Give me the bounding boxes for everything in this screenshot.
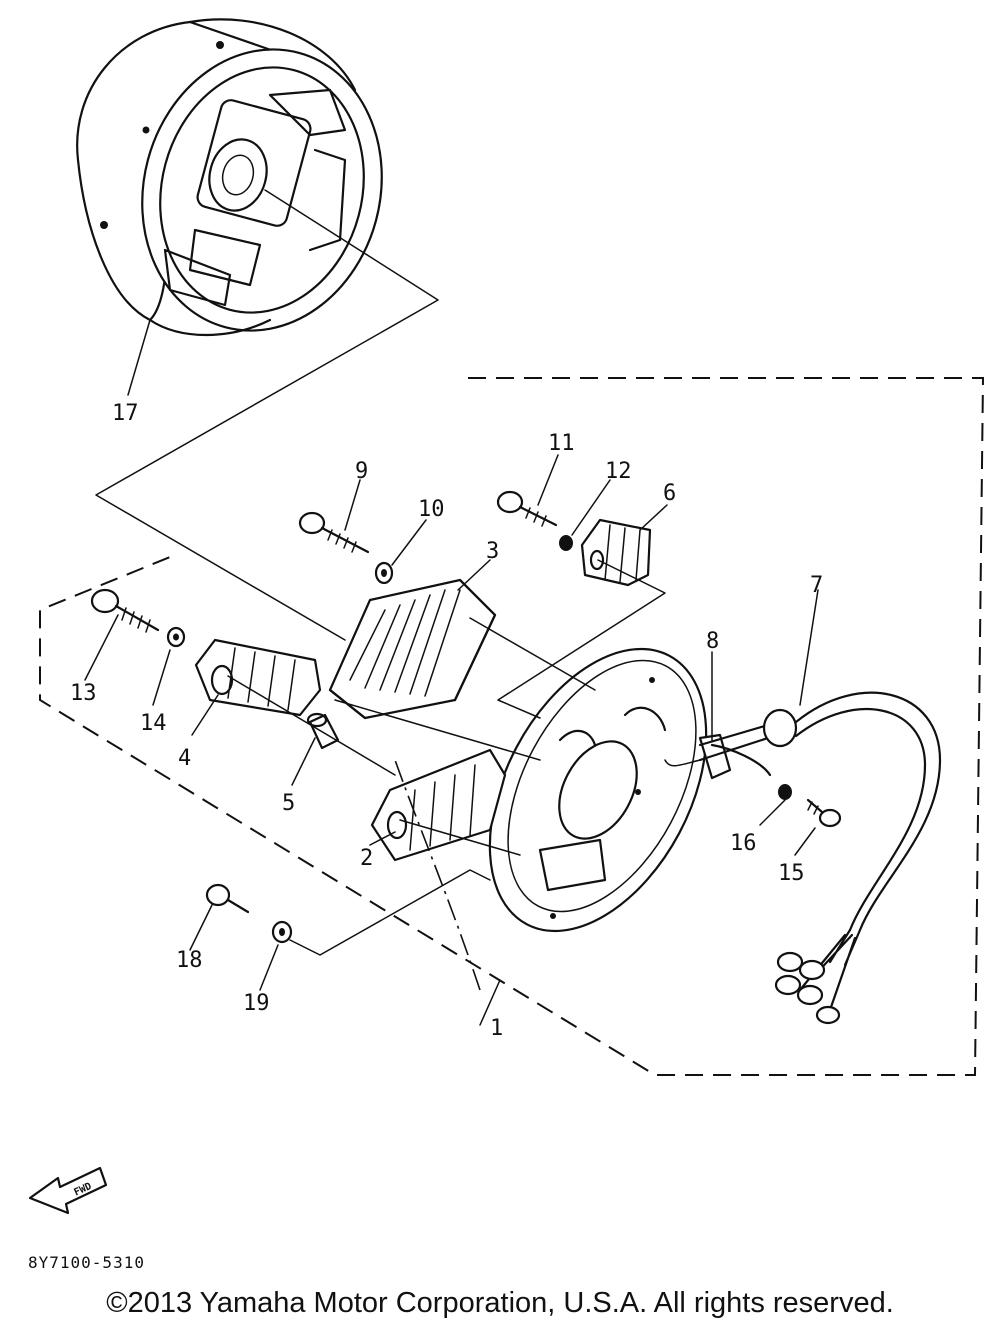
copyright-notice: ©2013 Yamaha Motor Corporation, U.S.A. A… (106, 1287, 894, 1319)
part-label-2: 2 (360, 846, 373, 871)
washer-10[interactable] (374, 561, 394, 585)
part-label-9: 9 (355, 459, 368, 484)
screw-9[interactable] (298, 511, 370, 554)
flywheel-rotor[interactable] (76, 18, 413, 357)
part-label-10: 10 (418, 497, 445, 522)
part-label-16: 16 (730, 831, 757, 856)
part-label-14: 14 (140, 711, 167, 736)
part-label-15: 15 (778, 861, 805, 886)
part-label-12: 12 (605, 459, 632, 484)
charge-coil-2[interactable] (370, 748, 507, 862)
washer-12[interactable] (559, 535, 573, 551)
part-label-19: 19 (243, 991, 270, 1016)
part-label-8: 8 (706, 629, 719, 654)
leader-lines (84, 319, 819, 1026)
part-label-18: 18 (176, 948, 203, 973)
lighting-coil-6[interactable] (580, 518, 652, 587)
part-label-13: 13 (70, 681, 97, 706)
stator-base-plate[interactable] (445, 613, 750, 968)
part-label-7: 7 (810, 573, 823, 598)
flywheel-alignment-line (95, 189, 439, 641)
washer-19[interactable] (271, 920, 293, 944)
screw-15[interactable] (806, 798, 842, 828)
part-label-11: 11 (548, 431, 575, 456)
screw-11[interactable] (496, 490, 558, 527)
stator-assembly-boundary (39, 377, 985, 1076)
part-label-5: 5 (282, 791, 295, 816)
pickup-coil-3[interactable] (328, 578, 497, 720)
forward-arrow-icon: FWD (28, 1166, 108, 1215)
screw-18[interactable] (205, 883, 250, 914)
diagram-code: 8Y7100-5310 (28, 1253, 145, 1272)
part-label-4: 4 (178, 746, 191, 771)
part-label-6: 6 (663, 481, 676, 506)
charge-coil-4[interactable] (194, 638, 322, 717)
screw-13[interactable] (90, 588, 160, 633)
lead-wire-harness-7[interactable] (664, 691, 942, 1025)
washer-14[interactable] (166, 626, 186, 648)
wire-clamp-8[interactable] (698, 733, 772, 780)
part-label-3: 3 (486, 539, 499, 564)
part-label-1: 1 (490, 1016, 503, 1041)
washer-16[interactable] (778, 784, 792, 800)
collar-5[interactable] (306, 712, 340, 750)
part-label-17: 17 (112, 401, 139, 426)
